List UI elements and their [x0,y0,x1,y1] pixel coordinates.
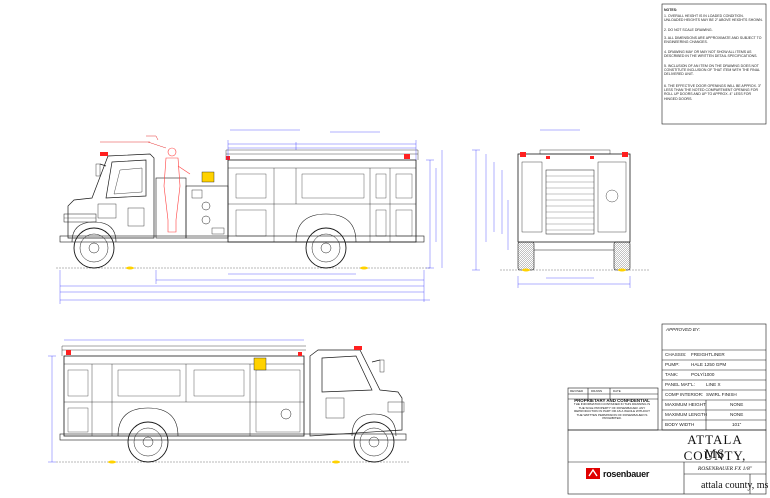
spec-value-chassis: FREIGHTLINER [691,352,725,357]
side-view-driver [56,149,430,269]
warning-lights-officer [66,346,362,464]
warning-lights-side [100,152,410,270]
callouts-red [100,135,167,149]
side-view-officer [56,345,410,463]
model-label: ROSENBAUER FX 1/8" [697,466,753,472]
spec-label-tank: TANK: [665,372,679,377]
warning-lights-rear [520,152,628,272]
rosenbauer-logo-icon [586,468,600,479]
dimensions-officer [48,339,304,463]
note-item: 1. OVERALL HEIGHT IS IN LOADED CONDITION… [664,14,763,23]
note-item: 2. DO NOT SCALE DRAWING. [664,28,713,32]
spec-value-max-length: NONE [730,412,744,417]
customer-name-line1: ATTALA COUNTY, [683,432,747,463]
spec-value-max-height: NONE [730,402,744,407]
spec-label-pump: PUMP: [665,362,680,367]
brand-name: rosenbauer [603,469,650,479]
approved-by-label: APPROVED BY: [666,327,701,332]
dimensions-side [59,129,443,304]
date-label: DATE [613,389,621,393]
spec-label-body-width: BODY WIDTH [665,422,695,427]
notes-box [661,3,767,125]
spec-value-pump: HALE 1250 GPM [691,362,727,367]
note-item: 5. INCLUSION OF AN ITEM ON THE DRAWING D… [664,64,760,77]
proprietary-text: THE INFORMATION CONTAINED IN THIS DRAWIN… [573,402,651,421]
spec-value-panel: LINE X [706,382,721,387]
spec-value-tank: POLY/1000 [691,372,715,377]
drawn-label: DRAWN [591,389,603,393]
rear-view [500,149,650,271]
customer-name-line2: MS [704,446,726,461]
spec-label-max-height: MAXIMUM HEIGHT [665,402,706,407]
spec-label-chassis: CHASSIS: [665,352,687,357]
note-item: 4. DRAWING MAY OR MAY NOT SHOW ALL ITEMS… [664,50,758,59]
signature: attala county, ms [701,480,769,491]
dimensions-rear [472,129,631,288]
spec-value-body-width: 101" [732,422,742,427]
proprietary-title: PROPRIETARY AND CONFIDENTIAL [574,398,650,403]
spec-label-panel: PANEL MAT'L: [665,382,695,387]
title-block-frame [567,323,767,495]
spec-value-comp-interior: SWIRL FINISH [706,392,737,397]
spec-label-comp-interior: COMP INTERIOR: [665,392,704,397]
rev-label: REVISED [570,389,584,393]
notes-header: NOTES: [664,8,678,12]
spec-label-max-length: MAXIMUM LENGTH [665,412,708,417]
note-item: 6. THE EFFECTIVE DOOR OPENINGS WILL BE A… [664,84,762,101]
note-item: 3. ALL DIMENSIONS ARE APPROXIMATE AND SU… [664,36,762,45]
operator-figure [163,147,191,233]
proprietary-notice: PROPRIETARY AND CONFIDENTIAL THE INFORMA… [571,398,653,421]
